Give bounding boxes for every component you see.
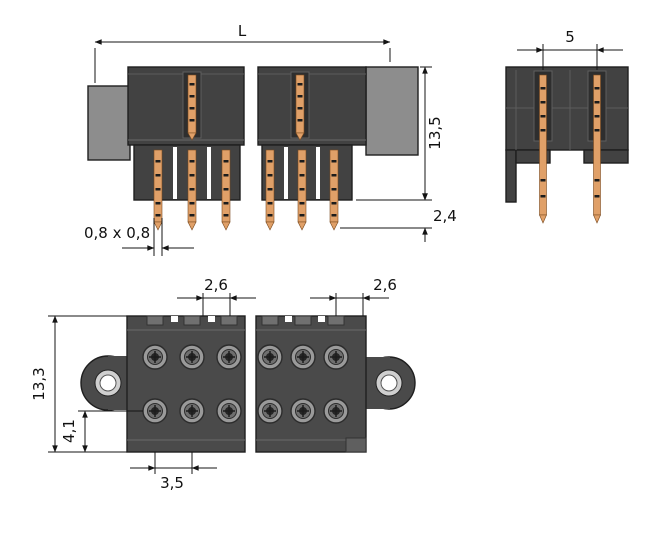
right-flange-hole [380, 374, 398, 392]
top-view-body-right [255, 315, 367, 453]
dim-row-inset: 4,1 [60, 410, 143, 453]
dim-label-pole-pitch: 3,5 [160, 474, 184, 492]
end-view: 5 [505, 28, 629, 224]
contact [290, 344, 316, 370]
dim-offset-right: 2,6 [310, 276, 397, 316]
dim-length: L [94, 22, 391, 83]
contact [257, 398, 283, 424]
pin [187, 74, 197, 141]
side-view-shell-right [261, 144, 353, 201]
latch-tab [146, 315, 164, 326]
edge-notch [318, 316, 325, 322]
dim-label-length: L [238, 22, 247, 40]
contact [323, 398, 349, 424]
corner-step [345, 437, 367, 453]
edge-notch [208, 316, 215, 322]
contact [179, 398, 205, 424]
dim-label-offset-right: 2,6 [373, 276, 397, 294]
dim-pin-length: 2,4 [340, 186, 457, 242]
contact [290, 398, 316, 424]
dim-pole-pitch: 3,5 [130, 452, 217, 492]
side-view: L 13,5 2,4 0,8 x 0,8 [84, 22, 457, 256]
end-view-left-leg [505, 149, 517, 203]
side-view-right-tab [365, 66, 419, 156]
pin [153, 149, 163, 231]
contact [142, 398, 168, 424]
pin [297, 149, 307, 231]
contact [179, 344, 205, 370]
pin [295, 74, 305, 141]
dim-label-pin-square: 0,8 x 0,8 [84, 224, 150, 242]
left-flange-hole [99, 374, 117, 392]
dim-label-offset-left: 2,6 [204, 276, 228, 294]
pin [329, 149, 339, 231]
latch-tab [294, 315, 312, 326]
latch-tab [220, 315, 238, 326]
latch-tab [261, 315, 279, 326]
contact [142, 344, 168, 370]
dim-label-depth: 13,3 [30, 367, 48, 400]
latch-tab [183, 315, 201, 326]
contact [216, 344, 242, 370]
dim-label-row-spacing: 5 [565, 28, 575, 46]
dim-label-pin-length: 2,4 [433, 207, 457, 225]
side-view-left-tab [87, 85, 131, 161]
top-view-body-left [126, 315, 246, 453]
edge-notch [171, 316, 178, 322]
pin [221, 149, 231, 231]
edge-notch [285, 316, 292, 322]
contact [323, 344, 349, 370]
dim-pin-square: 0,8 x 0,8 [84, 218, 194, 256]
dim-label-row-inset: 4,1 [60, 419, 78, 443]
top-view: 2,6 2,6 13,3 4,1 [30, 276, 416, 492]
pin [593, 74, 601, 224]
dim-row-spacing: 5 [517, 28, 623, 70]
dim-offset-left: 2,6 [177, 276, 256, 316]
latch-tab [327, 315, 345, 326]
dim-label-height: 13,5 [426, 116, 444, 149]
dim-height: 13,5 [356, 66, 444, 201]
pin [539, 74, 547, 224]
pin [265, 149, 275, 231]
contact [216, 398, 242, 424]
dim-depth: 13,3 [30, 315, 127, 453]
side-view-body-right [257, 66, 367, 146]
pin [187, 149, 197, 231]
contact [257, 344, 283, 370]
end-view-step-right [583, 149, 629, 164]
